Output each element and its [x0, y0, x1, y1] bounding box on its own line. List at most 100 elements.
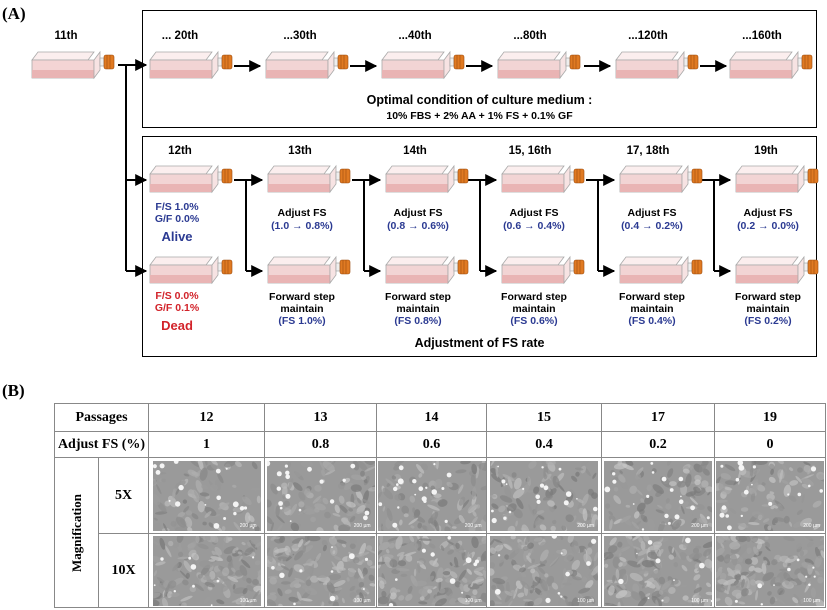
label-13th: 13th — [288, 145, 312, 157]
scale-bar-label: 100 µm — [464, 597, 482, 604]
flow-arrows — [118, 59, 732, 277]
micrograph-image: 200 µm — [152, 460, 261, 531]
scale-bar-label: 200 µm — [239, 522, 257, 529]
label-80th: ...80th — [513, 30, 547, 42]
label-17-18th: 17, 18th — [626, 145, 670, 157]
adjust-title-14: Adjust FS — [393, 207, 443, 219]
flask-maintain-15-16 — [501, 255, 585, 285]
scale-bar-label: 200 µm — [353, 522, 371, 529]
micrograph-5x-19: 200 µm — [714, 457, 826, 534]
bottom-frame — [142, 136, 817, 357]
micrograph-image: 200 µm — [266, 460, 375, 531]
flask-11th — [31, 50, 115, 80]
scale-bar-label: 100 µm — [577, 597, 594, 604]
flask-adjust-15-16 — [501, 164, 585, 194]
adjust-title-19: Adjust FS — [743, 207, 793, 219]
adjust-value-19: (0.2 → 0.0%) — [737, 220, 799, 232]
flask-maintain-13 — [267, 255, 351, 285]
micrograph-image: 200 µm — [490, 460, 598, 531]
adjust-title-13: Adjust FS — [277, 207, 327, 219]
maintain-line1-15: Forward step — [501, 291, 567, 303]
micrograph-5x-14: 200 µm — [376, 457, 487, 534]
adjust-fs-cell: 0.2 — [601, 431, 715, 458]
label-20th: ... 20th — [161, 30, 199, 42]
micrograph-image: 200 µm — [604, 460, 712, 531]
scale-bar-label: 200 µm — [464, 522, 482, 529]
passages-header: Passages — [54, 403, 149, 432]
micrograph-image: 100 µm — [716, 535, 824, 606]
adjust-fs-cell: 0.6 — [376, 431, 487, 458]
micrograph-image: 100 µm — [490, 535, 598, 606]
maintain-line1-13: Forward step — [269, 291, 335, 303]
top-title: Optimal condition of culture medium : — [366, 93, 593, 107]
label-11th: 11th — [54, 30, 78, 42]
label-19th: 19th — [754, 145, 778, 157]
micrograph-5x-12: 200 µm — [148, 457, 265, 534]
micrograph-10x-14: 100 µm — [376, 533, 487, 608]
scale-bar-label: 100 µm — [239, 597, 257, 604]
adjust-value-13: (1.0 → 0.8%) — [271, 220, 333, 232]
panel-a-label: (A) — [2, 4, 26, 23]
micrograph-10x-12: 100 µm — [148, 533, 265, 608]
micrograph-image: 100 µm — [152, 535, 261, 606]
magnification-label: Magnification — [68, 493, 84, 572]
micrograph-5x-15: 200 µm — [486, 457, 602, 534]
micrograph-10x-19: 100 µm — [714, 533, 826, 608]
table-row-5x: Magnification 5X 200 µm 200 µm 200 µm 20… — [54, 457, 826, 608]
passage-cell: 15 — [486, 403, 602, 432]
micrograph-10x-13: 100 µm — [264, 533, 377, 608]
label-30th: ...30th — [283, 30, 317, 42]
adjust-title-17: Adjust FS — [627, 207, 677, 219]
dead-gf: G/F 0.1% — [154, 302, 200, 314]
maintain-value-19: (FS 0.2%) — [744, 315, 792, 327]
flask-maintain-17-18 — [619, 255, 703, 285]
label-14th: 14th — [403, 145, 427, 157]
scale-bar-label: 100 µm — [803, 597, 820, 604]
bottom-caption: Adjustment of FS rate — [414, 336, 545, 350]
top-subtitle: 10% FBS + 2% AA + 1% FS + 0.1% GF — [386, 110, 573, 122]
passage-cell: 14 — [376, 403, 487, 432]
label-40th: ...40th — [398, 30, 432, 42]
micrograph-image: 100 µm — [377, 535, 486, 606]
flask-maintain-12 — [149, 255, 233, 285]
adjust-fs-cell: 0 — [714, 431, 826, 458]
flask-maintain-14 — [385, 255, 469, 285]
micrograph-10x-17: 100 µm — [601, 533, 715, 608]
maintain-value-13: (FS 1.0%) — [278, 315, 326, 327]
scale-bar-label: 100 µm — [353, 597, 371, 604]
alive-status: Alive — [161, 229, 193, 244]
scale-bar-label: 200 µm — [803, 522, 820, 529]
table-row-10x: 10X 100 µm 100 µm 100 µm 100 µm 100 µm 1… — [55, 533, 826, 608]
panel-b-label: (B) — [2, 381, 25, 400]
micrograph-image: 200 µm — [377, 460, 486, 531]
adjust-fs-cell: 0.8 — [264, 431, 377, 458]
label-160th: ...160th — [742, 30, 782, 42]
flask-top-30th — [265, 50, 349, 80]
flask-top-20th — [149, 50, 233, 80]
micrograph-image: 200 µm — [716, 460, 824, 531]
maintain-line2-15: maintain — [512, 303, 556, 315]
label-120th: ...120th — [628, 30, 668, 42]
flask-top-120th — [615, 50, 699, 80]
flask-adjust-13 — [267, 164, 351, 194]
table-row-adjust: Adjust FS (%) 1 0.8 0.6 0.4 0.2 0 — [54, 431, 826, 458]
passage-cell: 19 — [714, 403, 826, 432]
adjust-fs-header: Adjust FS (%) — [54, 431, 149, 458]
flask-top-80th — [497, 50, 581, 80]
adjust-fs-cell: 1 — [148, 431, 265, 458]
passage-cell: 12 — [148, 403, 265, 432]
maintain-line2-17: maintain — [630, 303, 674, 315]
mag-5x-label: 5X — [98, 457, 149, 534]
maintain-value-15: (FS 0.6%) — [510, 315, 558, 327]
adjust-value-17: (0.4 → 0.2%) — [621, 220, 683, 232]
alive-gf: G/F 0.0% — [154, 213, 200, 225]
scale-bar-label: 100 µm — [691, 597, 708, 604]
adjust-value-15: (0.6 → 0.4%) — [503, 220, 565, 232]
alive-fs: F/S 1.0% — [155, 201, 199, 213]
table-row-passages: Passages 12 13 14 15 17 19 — [54, 403, 826, 432]
maintain-line2-13: maintain — [280, 303, 324, 315]
flask-top-160th — [729, 50, 813, 80]
maintain-line2-14: maintain — [396, 303, 440, 315]
maintain-line1-17: Forward step — [619, 291, 685, 303]
maintain-value-17: (FS 0.4%) — [628, 315, 676, 327]
